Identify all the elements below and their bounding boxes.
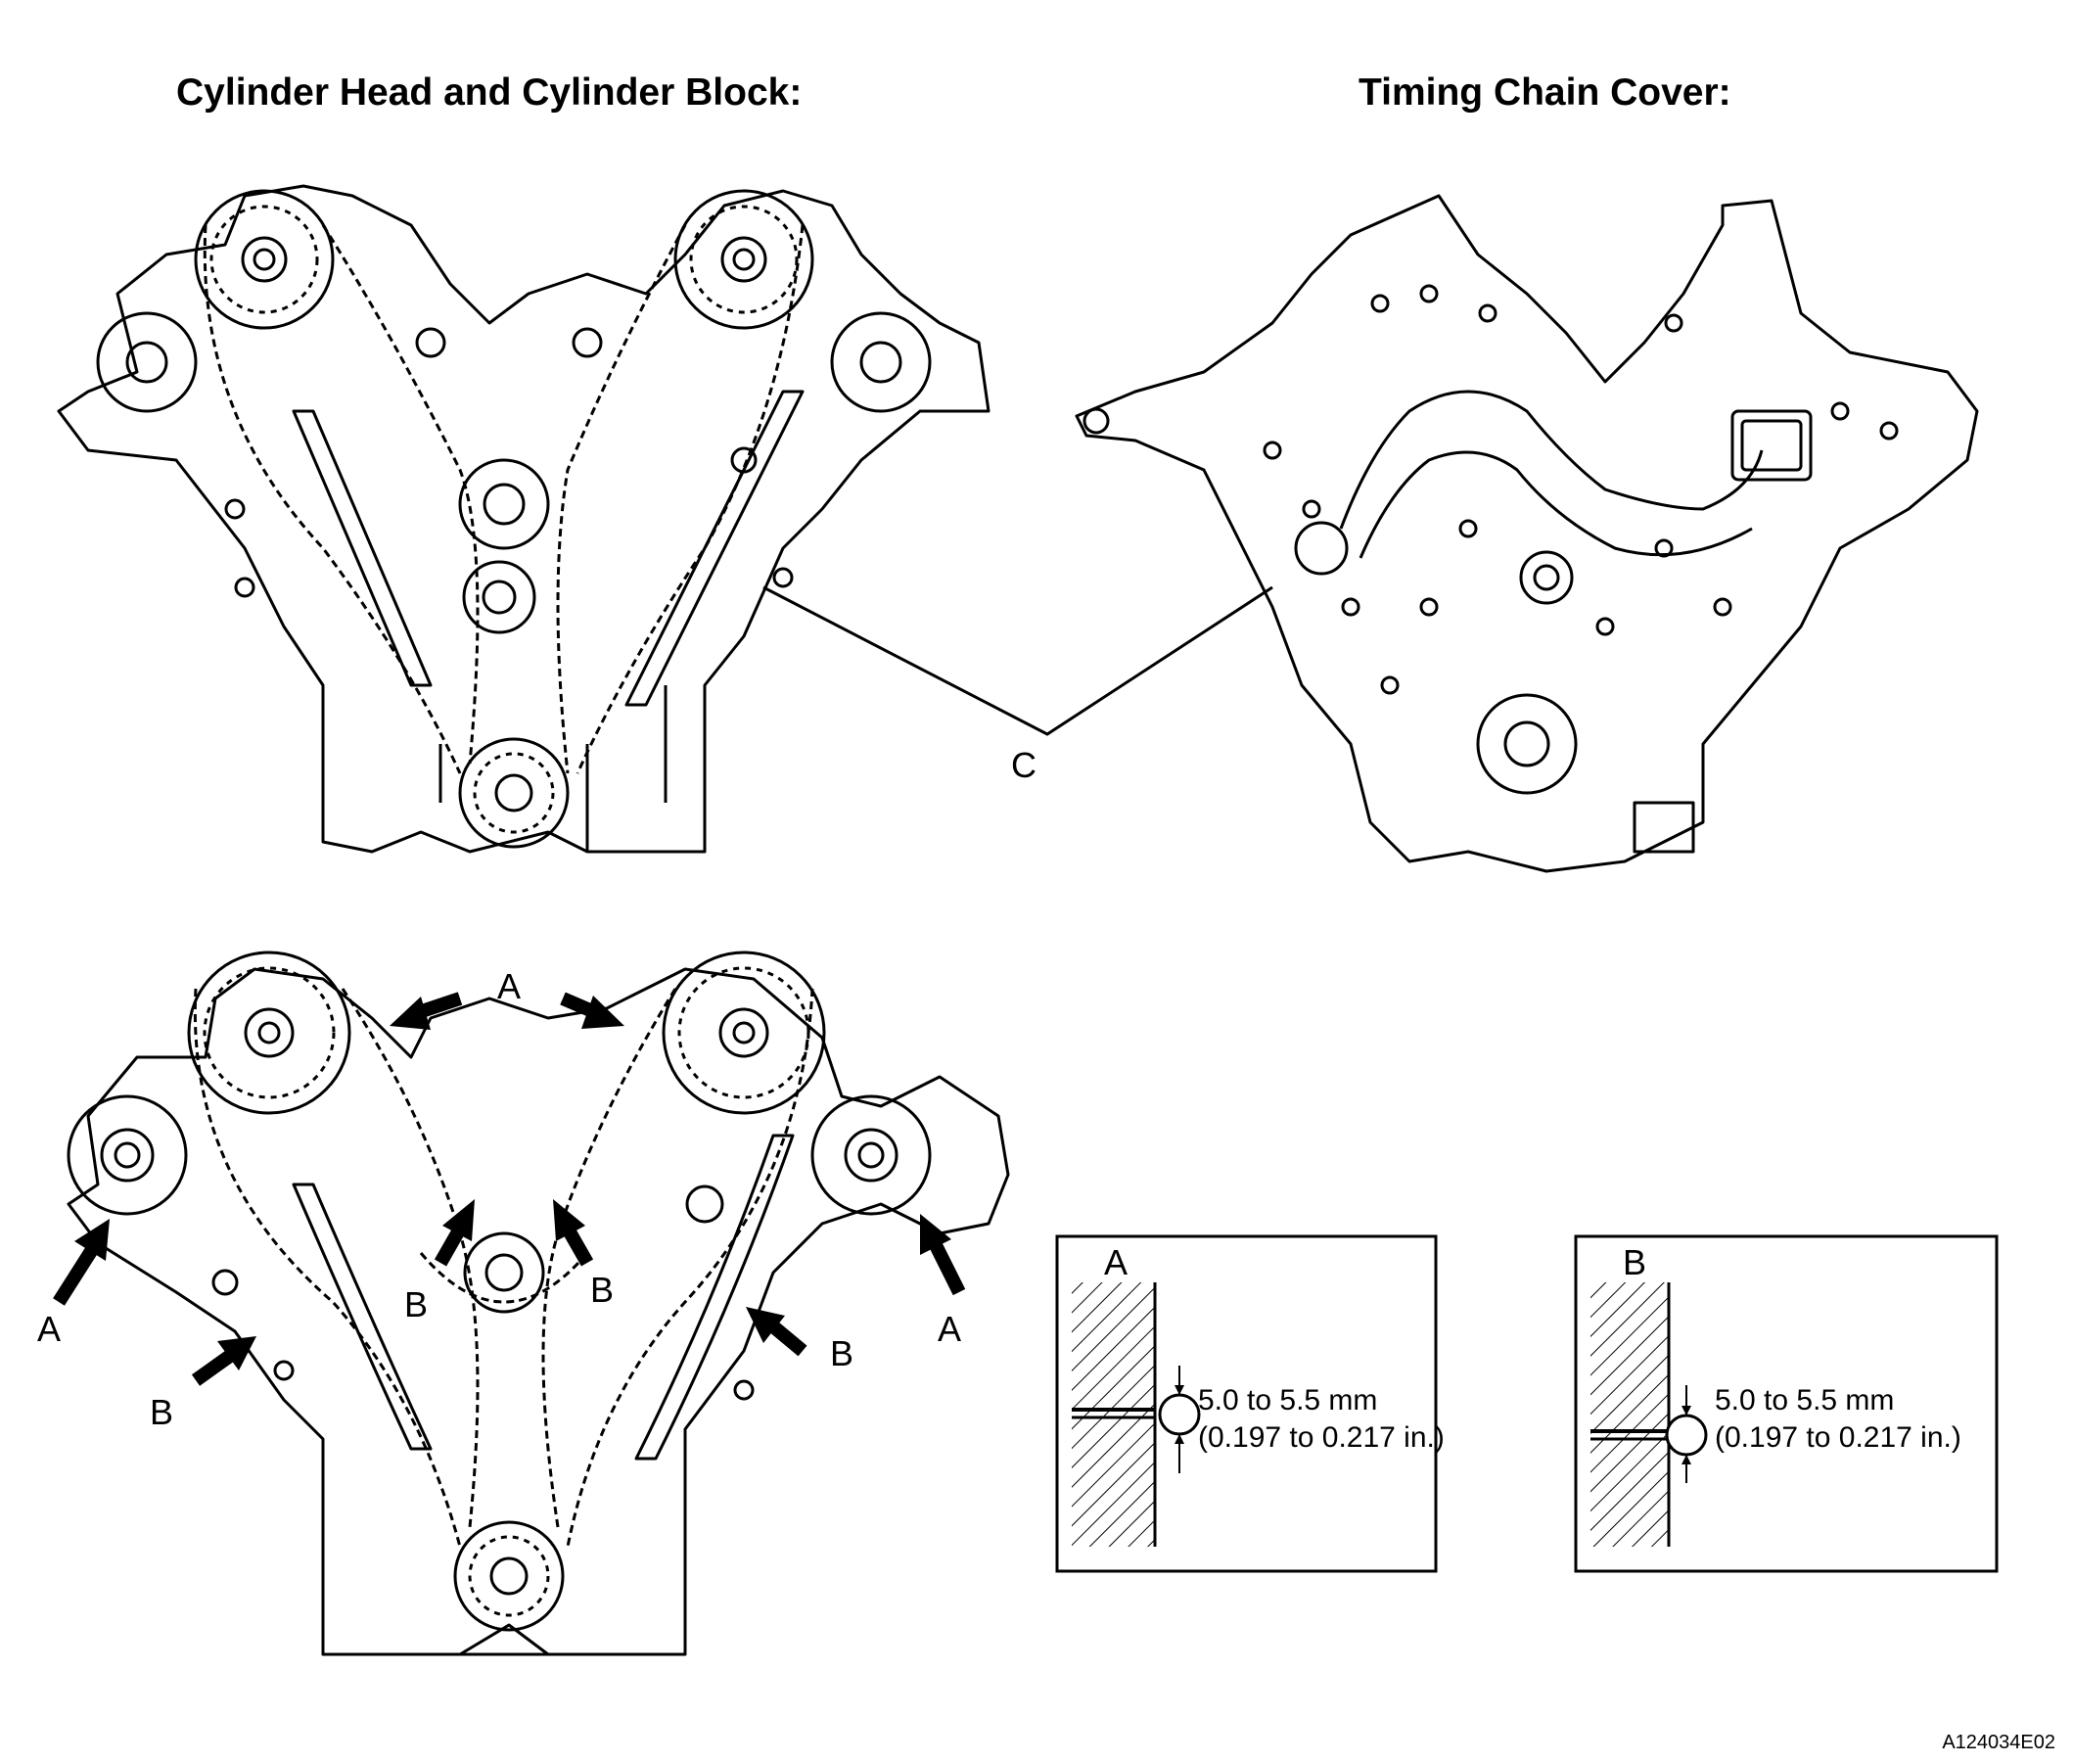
arrow-a-left — [53, 1219, 110, 1306]
callout-b-label-center-right: B — [590, 1270, 614, 1310]
detail-a-dim-mm: 5.0 to 5.5 mm — [1198, 1384, 1377, 1416]
engine-block-top-drawing — [57, 184, 990, 854]
callout-a-label-left: A — [37, 1309, 61, 1349]
callout-a-label-right: A — [938, 1309, 961, 1349]
detail-b-box: B 5.0 to 5.5 mm (0.197 to 0.217 in.) — [1574, 1234, 1999, 1573]
arrow-b-center-left — [434, 1199, 475, 1267]
callout-c-label: C — [1011, 745, 1036, 785]
detail-a-label: A — [1104, 1242, 1128, 1282]
cam-sprocket-left — [194, 189, 335, 330]
detail-b-dim-in: (0.197 to 0.217 in.) — [1715, 1421, 1961, 1454]
cam-sprocket-right — [673, 189, 814, 330]
callout-b-label-center-left: B — [404, 1284, 428, 1324]
title-timing-chain-cover: Timing Chain Cover: — [1359, 71, 1731, 114]
detail-b-dim-mm: 5.0 to 5.5 mm — [1715, 1384, 1894, 1416]
callout-b-label-left: B — [150, 1392, 173, 1432]
arrow-a-top-left — [390, 992, 463, 1030]
detail-a-box: A 5.0 to 5.5 mm (0.197 to 0.217 in.) — [1055, 1234, 1445, 1573]
arrow-b-center-right — [553, 1199, 594, 1267]
arrow-b-left — [191, 1336, 256, 1386]
arrow-a-top-right — [560, 992, 624, 1029]
arrow-b-right — [746, 1307, 807, 1357]
timing-chain-cover-drawing — [1075, 194, 1979, 873]
crank-sprocket — [458, 737, 570, 849]
detail-b-label: B — [1623, 1242, 1646, 1282]
callout-c-leaders — [762, 585, 1273, 736]
callout-a-label-top: A — [497, 966, 521, 1006]
title-cylinder-head-block: Cylinder Head and Cylinder Block: — [176, 71, 803, 114]
figure-code: A124034E02 — [1942, 1732, 2055, 1753]
arrow-a-right — [920, 1214, 966, 1296]
engine-block-bottom-drawing — [67, 951, 1010, 1656]
detail-a-dim-in: (0.197 to 0.217 in.) — [1198, 1421, 1445, 1454]
idler-sprocket — [458, 458, 550, 550]
cam-sprocket-left-2 — [187, 951, 351, 1115]
callout-b-label-right: B — [830, 1333, 853, 1373]
